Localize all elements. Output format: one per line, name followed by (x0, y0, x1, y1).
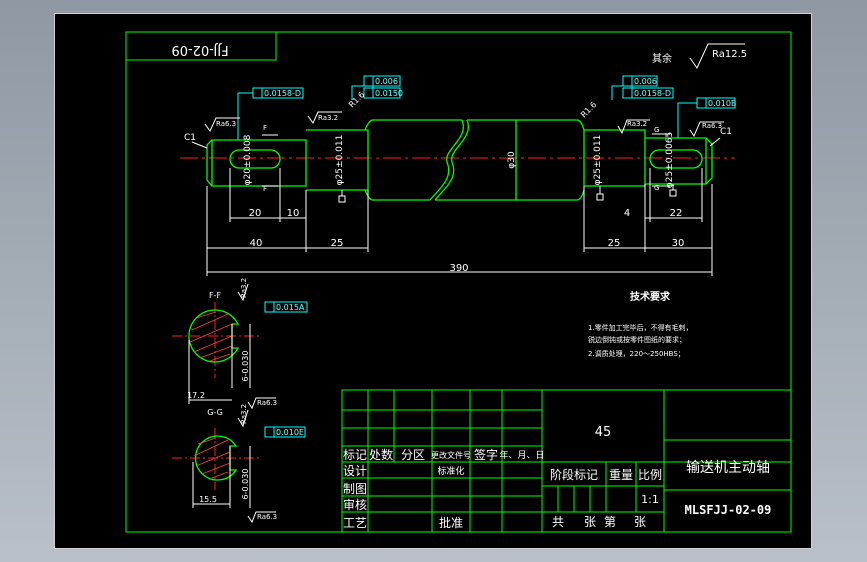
section-g-depth: 6-0.030 (241, 469, 250, 500)
tol-left-1: 0.0158-D (264, 89, 301, 98)
roughness-symbol-icon (689, 43, 745, 70)
section-f-width: 17.2 (187, 391, 205, 400)
rough-right-shoulder: Ra3.2 (627, 120, 647, 128)
chamfer-left: C1 (184, 133, 196, 143)
dim-left-key: 20 (249, 208, 262, 219)
diameter-labels: φ20±0.008 φ25±0.011 φ30 φ25±0.011 φ25±0.… (243, 132, 675, 188)
sheets-unit-label: 张 (584, 515, 596, 529)
section-f-rough-2: Ra6.3 (257, 399, 277, 407)
title-block-text: 45 输送机主动轴 MLSFJJ-02-09 标记 处数 分区 更改文件号 签字… (343, 425, 771, 530)
rev-header-mark: 标记 (343, 448, 367, 462)
section-f-depth: 6-0.030 (241, 351, 250, 382)
dia-right-end: φ25±0.0065 (665, 132, 675, 188)
section-f-view: F-F 17.2 6-0.030 Ra3.2 Ra6.3 (172, 278, 277, 410)
dim-right-end: 30 (672, 238, 685, 249)
tol-right-1: 0.006 (634, 77, 657, 86)
tol-left-3: 0.0150 (375, 89, 403, 98)
dia-left-end: φ20±0.008 (243, 134, 253, 185)
dimension-lines (206, 168, 713, 276)
weight-label: 重量 (609, 468, 633, 482)
sheets-total-label: 共 (552, 515, 564, 529)
title-block-grid (341, 389, 792, 533)
upside-down-code: FJJ-02-09 (171, 42, 228, 57)
tol-left-2: 0.006 (375, 77, 398, 86)
cut-f-top: F (263, 124, 267, 132)
cut-g-bottom: G (654, 184, 659, 192)
rev-header-sign: 签字 (474, 447, 498, 462)
code-box (125, 31, 277, 61)
material: 45 (595, 425, 612, 440)
dimension-values: 20 10 40 25 390 4 22 25 30 (249, 208, 685, 274)
surface-rest-label: 其余 (652, 52, 672, 65)
section-g-title: G-G (207, 408, 223, 417)
surface-rest-value: Ra12.5 (712, 49, 747, 60)
rough-left-end: Ra6.3 (216, 120, 236, 128)
feature-labels: C1 C1 R1.6 R1.6 F F G G (184, 90, 732, 193)
sheet-no-label: 第 (604, 515, 616, 529)
rev-header-count: 处数 (369, 447, 393, 462)
tol-right-2: 0.0158-D (634, 89, 671, 98)
scale-label: 比例 (638, 468, 662, 482)
role-draw: 制图 (343, 482, 367, 496)
section-g-rough-2: Ra6.3 (257, 513, 277, 521)
sheet-unit-label: 张 (634, 515, 646, 529)
tol-right-3: 0.010B (708, 99, 736, 108)
role-check: 审核 (343, 497, 367, 512)
role-design: 设计 (343, 464, 367, 478)
tech-line-3: 2.调质处理，220～250HBS； (588, 349, 685, 358)
section-g-width: 15.5 (199, 495, 217, 504)
shaft-outline (206, 119, 713, 201)
dia-right-bearing: φ25±0.011 (593, 135, 603, 186)
tolerance-texts: 0.0158-D 0.006 0.0150 0.006 0.0158-D 0.0… (264, 77, 736, 437)
cut-f-bottom: F (263, 185, 267, 193)
section-f-rough-1: Ra3.2 (240, 278, 248, 298)
rev-header-zone: 分区 (401, 448, 425, 462)
dim-left-end: 40 (250, 238, 263, 249)
role-process: 工艺 (343, 516, 367, 530)
rev-header-date: 年、月、日 (499, 449, 544, 461)
fillet-left: R1.6 (347, 90, 366, 109)
dim-right-key-offset: 4 (624, 208, 630, 219)
scale-value: 1:1 (641, 493, 659, 506)
stage-mark-label: 阶段标记 (550, 467, 598, 482)
dim-right-key: 22 (670, 208, 683, 219)
tol-section-g: 0.010E (276, 428, 304, 437)
rev-header-doc: 更改文件号 (431, 450, 471, 460)
section-f-title: F-F (209, 291, 221, 300)
dia-left-bearing: φ25±0.011 (335, 135, 345, 186)
rough-right-end: Ra6.3 (702, 122, 722, 130)
dim-overall: 390 (449, 263, 468, 274)
tech-line-2: 锐边倒钝或按零件图纸的要求； (588, 335, 686, 344)
roughness-marks: Ra6.3 Ra3.2 Ra3.2 Ra6.3 (204, 111, 724, 138)
part-name: 输送机主动轴 (686, 460, 770, 476)
tech-line-1: 1.零件加工完毕后，不得有毛刺， (588, 323, 693, 332)
tech-title: 技术要求 (630, 290, 671, 303)
fillet-right: R1.6 (579, 100, 598, 119)
tech-requirements: 技术要求 1.零件加工完毕后，不得有毛刺， 锐边倒钝或按零件图纸的要求； 2.调… (588, 290, 693, 358)
datum-markers (338, 184, 677, 203)
cut-g-top: G (654, 126, 659, 134)
tol-section-f: 0.015A (276, 303, 305, 312)
chamfer-right: C1 (720, 127, 732, 137)
drawing-number: MLSFJJ-02-09 (685, 503, 772, 517)
dim-left-bearing: 25 (331, 238, 344, 249)
role-approve: 批准 (439, 515, 463, 530)
dim-right-bearing: 25 (608, 238, 621, 249)
dim-left-key-offset: 10 (287, 208, 300, 219)
section-g-rough-1: Ra3.2 (240, 404, 248, 424)
tolerance-frames (237, 75, 736, 438)
rough-left-shoulder: Ra3.2 (318, 114, 338, 122)
role-standard: 标准化 (437, 465, 464, 477)
section-g-view: G-G 15.5 6-0.030 Ra3.2 Ra6.3 (172, 404, 277, 524)
dia-middle: φ30 (507, 151, 517, 169)
